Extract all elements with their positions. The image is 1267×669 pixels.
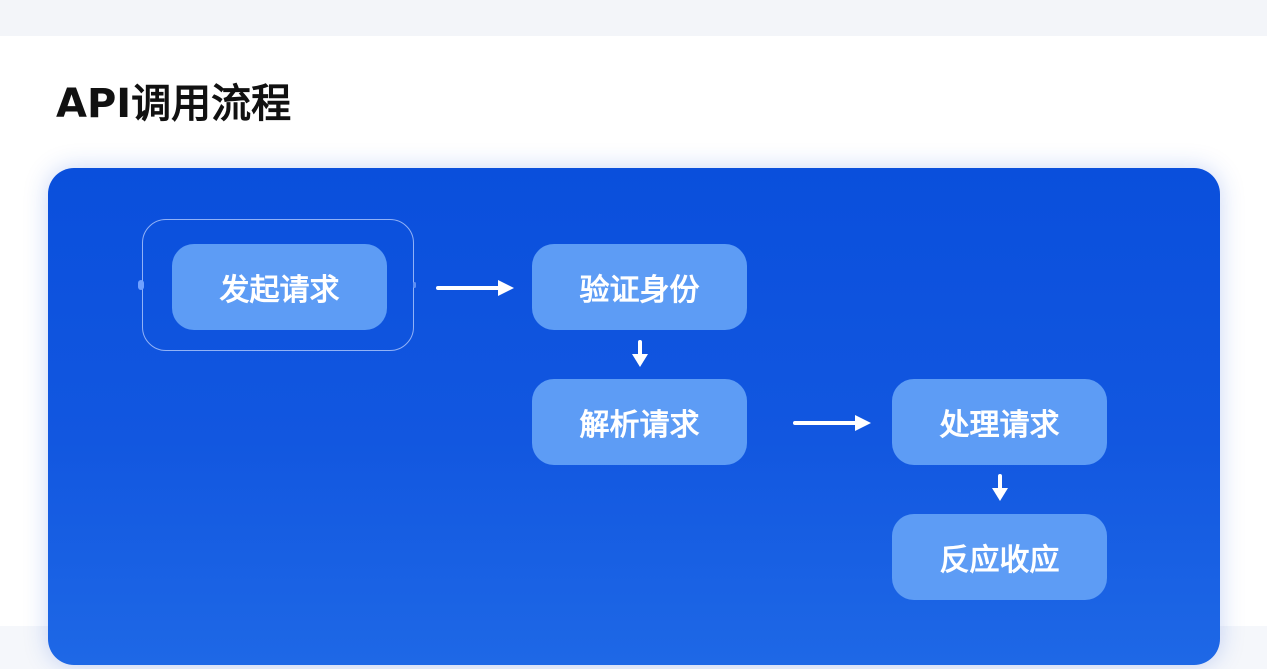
node-start-request[interactable]: 发起请求 (172, 244, 387, 330)
frame-left-handle[interactable] (138, 280, 144, 290)
frame-right-handle[interactable] (413, 282, 416, 288)
node-process-request[interactable]: 处理请求 (892, 379, 1107, 465)
node-verify-identity[interactable]: 验证身份 (532, 244, 747, 330)
arrow-parse-to-process (793, 415, 871, 431)
selection-frame[interactable] (138, 219, 416, 351)
node-response[interactable]: 反应收应 (892, 514, 1107, 600)
arrow-start-to-verify (436, 280, 514, 296)
node-parse-request[interactable]: 解析请求 (532, 379, 747, 465)
top-strip (0, 0, 1267, 36)
arrow-process-to-response (992, 474, 1008, 501)
flow-diagram-panel: 发起请求 验证身份 解析请求 处理请求 反应收应 (48, 168, 1220, 665)
arrow-verify-to-parse (632, 340, 648, 367)
page-title: API调用流程 (56, 81, 292, 127)
